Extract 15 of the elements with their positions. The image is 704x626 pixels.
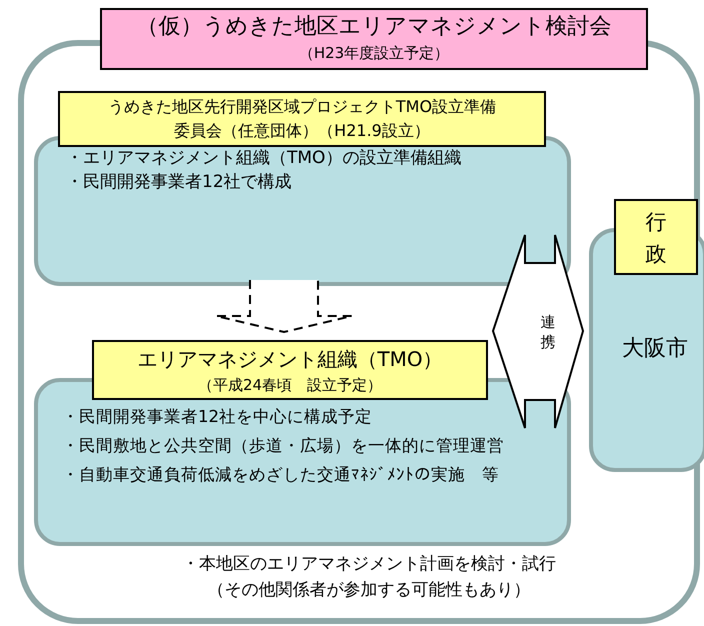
header-label: エリアマネジメント組織（TMO） （平成24春頃 設立予定）: [92, 340, 488, 400]
double-block-arrow: [492, 234, 584, 429]
note-text: （その他関係者が参加する可能性もあり）: [206, 579, 532, 602]
bullet-text: ・民間開発事業者12社で構成: [66, 171, 292, 194]
region-name: 大阪市: [621, 335, 689, 363]
note-text: ・本地区のエリアマネジメント計画を検討・試行: [181, 553, 557, 576]
edge-label: 連携: [540, 312, 556, 352]
block-arrow: [215, 279, 353, 334]
title-banner: （仮）うめきた地区エリアマネジメント検討会 （H23年度設立予定）: [100, 8, 648, 70]
header-label: うめきた地区先行開発区域プロジェクトTMO設立準備委員会（任意団体）（H21.9設立）: [58, 91, 546, 147]
header-label: 行政: [614, 199, 698, 275]
bullet-text: ・民間開発事業者12社を中心に構成予定: [62, 406, 373, 428]
bullet-text: ・自動車交通負荷低減をめざした交通ﾏﾈｼﾞﾒﾝﾄの実施 等: [62, 464, 500, 486]
bullet-text: ・民間敷地と公共空間（歩道・広場）を一体的に管理運営: [62, 435, 505, 457]
bullet-text: ・エリアマネジメント組織（TMO）の設立準備組織: [66, 147, 462, 170]
